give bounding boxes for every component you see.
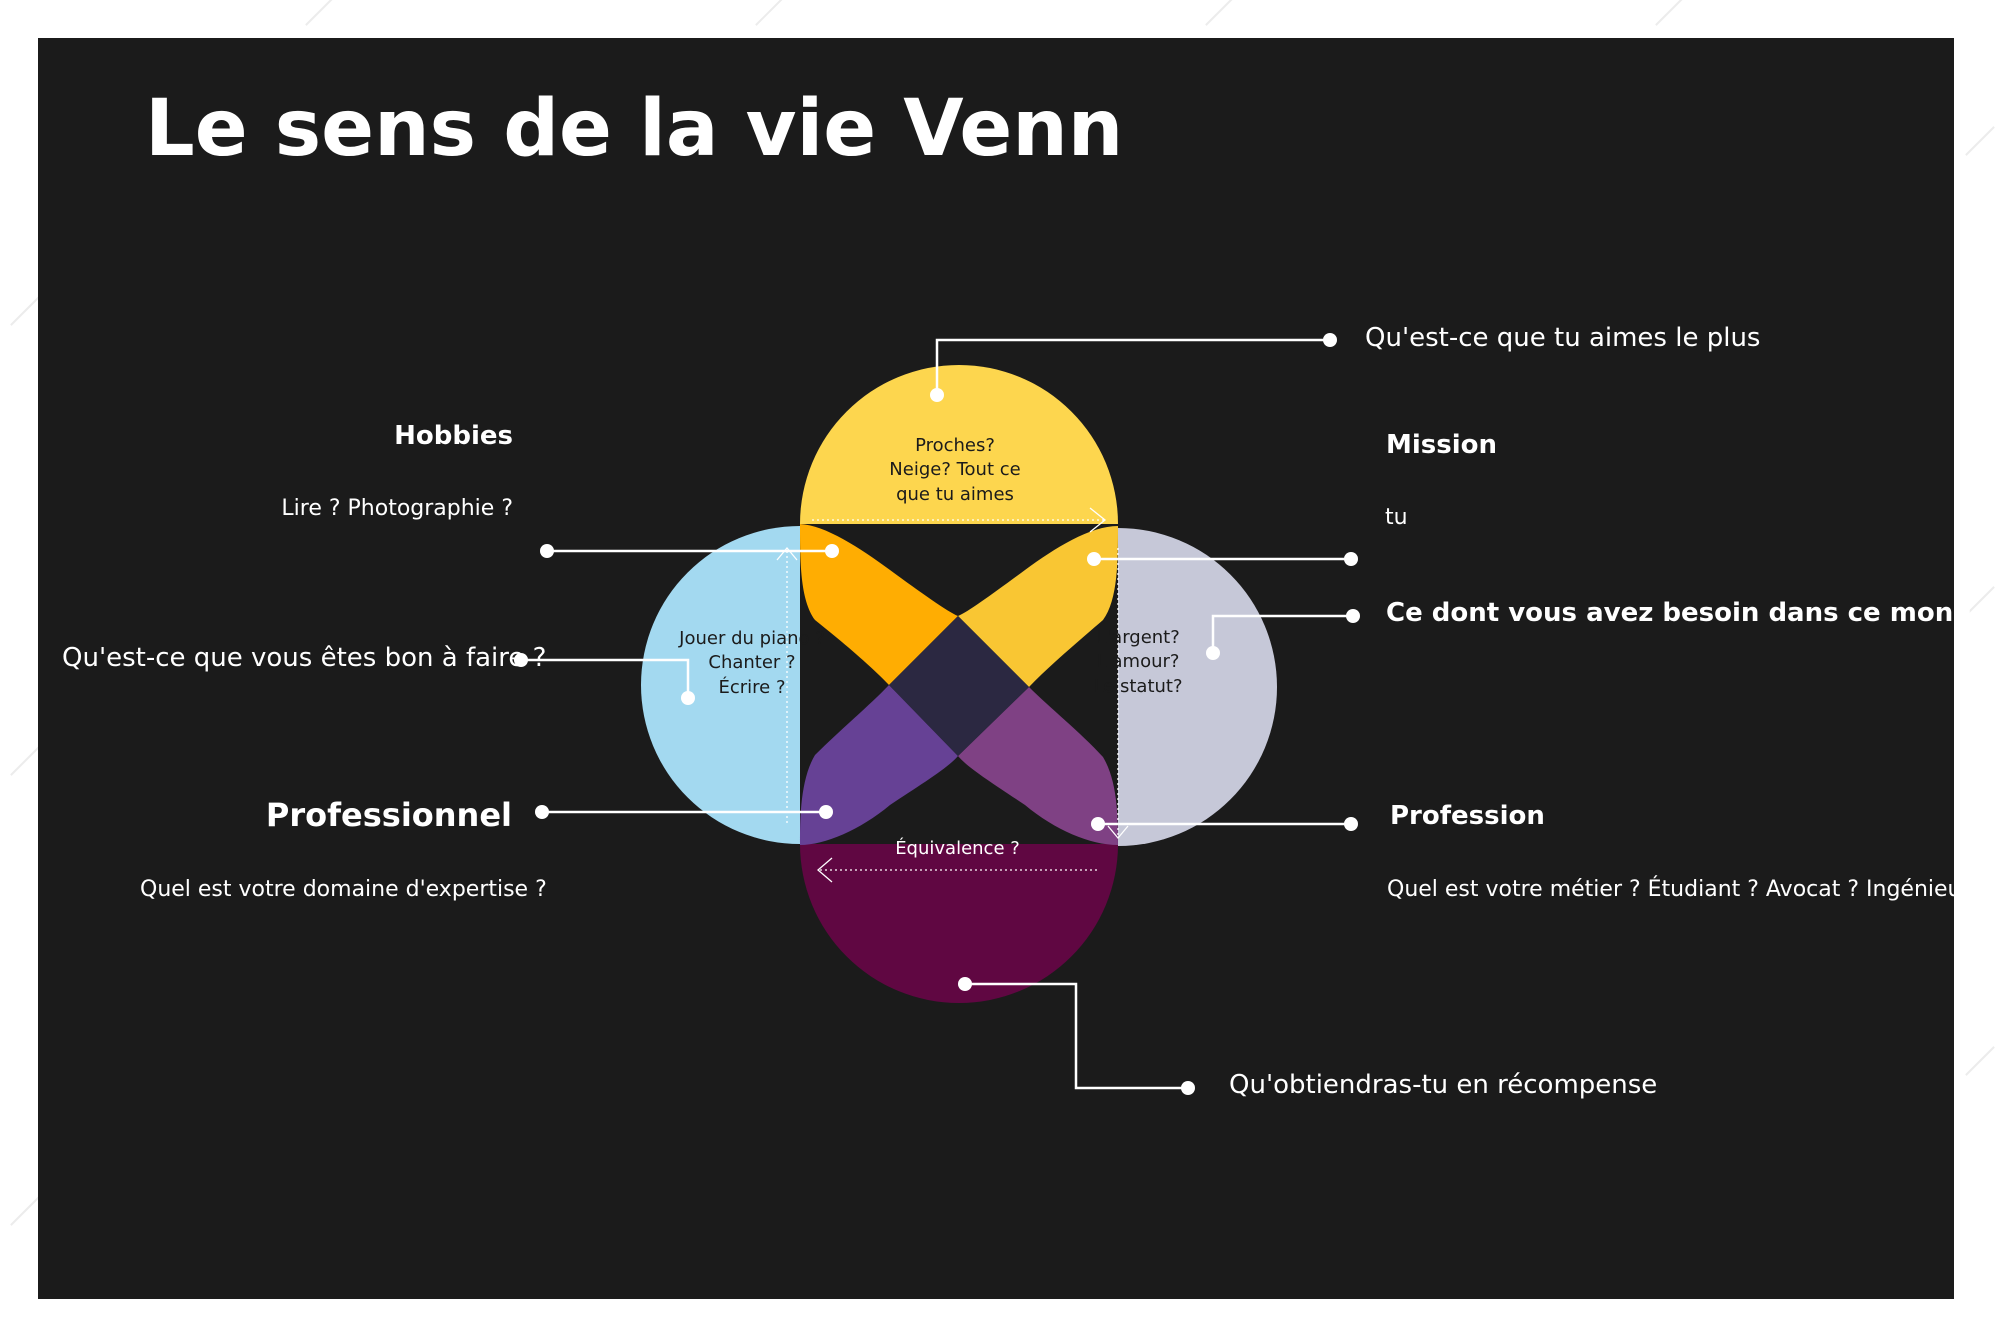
hobbies-title: Hobbies: [394, 421, 513, 451]
profession-title: Profession: [1390, 801, 1545, 831]
mission-line-1: Jouer du piano ?: [679, 628, 825, 649]
overlap-bottom-right: [958, 687, 1118, 845]
passion-line-2: Neige? Tout ce: [889, 459, 1021, 481]
circle-vocation: [1118, 528, 1277, 846]
reward-label: Qu'obtiendras-tu en récompense: [1229, 1070, 1658, 1100]
circle-passion: [800, 365, 1118, 524]
page-title: Le sens de la vie Venn: [145, 84, 1124, 174]
mission-text: tu: [1385, 505, 1408, 530]
center-diamond: [889, 616, 1029, 756]
connector-dots: [514, 333, 1360, 1095]
mission-circle-text: Jouer du piano ? Chanter ? Écrire ?: [667, 627, 837, 700]
overlap-top-left: [800, 524, 958, 685]
mission-title: Mission: [1386, 430, 1498, 460]
expertise-question: Quel est votre domaine d'expertise ?: [140, 877, 547, 902]
connector-lines: [521, 338, 1353, 1090]
mission-line-2: Chanter ?: [708, 652, 796, 674]
passion-line-1: Proches?: [915, 435, 995, 456]
overlap-bottom-left: [800, 685, 958, 845]
profession-circle-text: Équivalence ?: [870, 837, 1045, 861]
love-most-label: Qu'est-ce que tu aimes le plus: [1365, 323, 1761, 353]
passion-line-3: que tu aimes: [896, 483, 1014, 505]
overlap-top-right: [958, 526, 1118, 687]
good-at-label: Qu'est-ce que vous êtes bon à faire ?: [62, 643, 547, 673]
world-needs-label: Ce dont vous avez besoin dans ce monde: [1386, 598, 1990, 628]
circle-mission: [641, 526, 800, 844]
vocation-line-1: L'argent?: [1096, 627, 1180, 648]
profession-question: Quel est votre métier ? Étudiant ? Avoca…: [1387, 877, 1990, 902]
hobbies-examples: Lire ? Photographie ?: [281, 496, 513, 521]
vocation-text: L'argent? L'amour? Le statut?: [1058, 626, 1218, 699]
vocation-line-3: Le statut?: [1093, 675, 1183, 697]
mission-line-3: Écrire ?: [718, 676, 786, 698]
passion-text: Proches? Neige? Tout ce que tu aimes: [870, 434, 1040, 507]
profession-line-1: Équivalence ?: [895, 838, 1020, 859]
vocation-line-2: L'amour?: [1096, 651, 1180, 673]
circle-profession: [800, 844, 1118, 1003]
flow-arrows: [776, 507, 1129, 883]
professionnel-title: Professionnel: [265, 796, 512, 834]
